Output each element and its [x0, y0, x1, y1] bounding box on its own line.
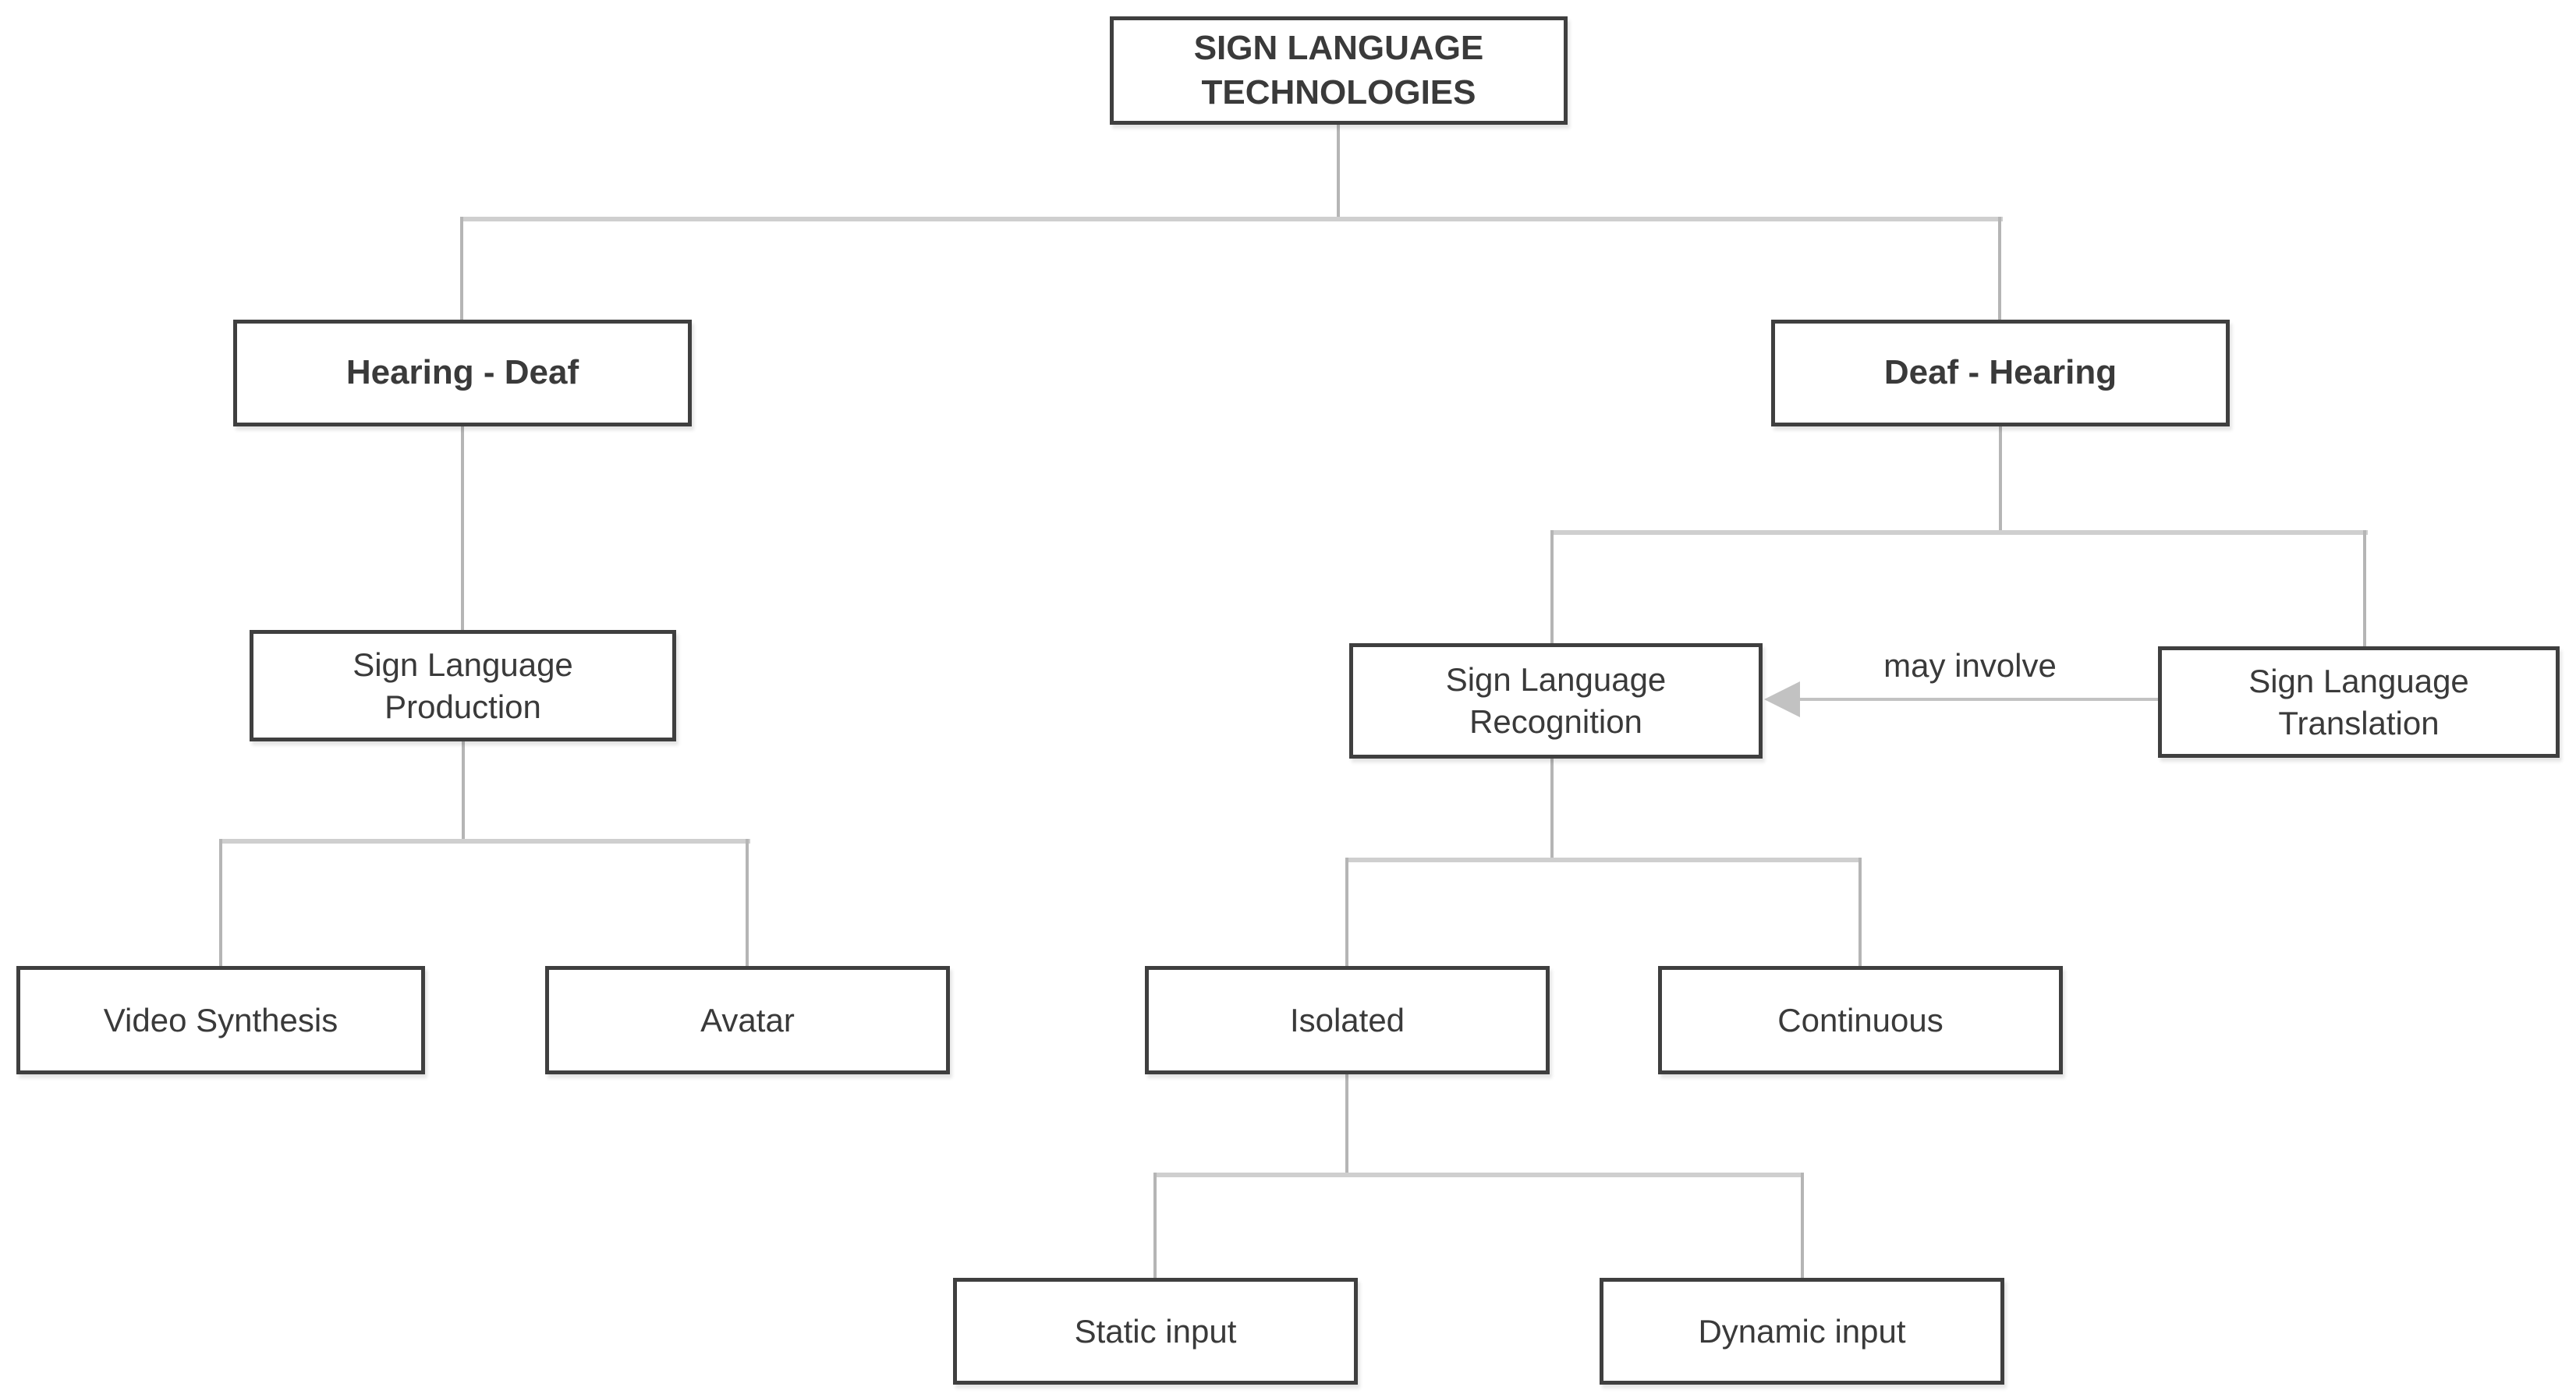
connector-recognition-split: [1345, 858, 1862, 862]
connector-deaf-hearing-split: [1550, 530, 2368, 535]
connector-continuous-drop: [1858, 858, 1862, 969]
connector-video-synthesis-drop: [219, 839, 222, 969]
connector-isolated-stem: [1345, 1071, 1348, 1177]
connector-recognition-stem: [1550, 755, 1554, 862]
connector-production-split: [219, 839, 750, 844]
connector-title-stem: [1337, 123, 1340, 220]
node-deaf-hearing: Deaf - Hearing: [1771, 320, 2230, 426]
connector-recognition-drop: [1550, 530, 1554, 646]
connector-isolated-split: [1153, 1173, 1804, 1177]
may-involve-arrow-line: [1794, 698, 2158, 701]
node-continuous: Continuous: [1658, 966, 2063, 1074]
node-sign-language-production: Sign Language Production: [250, 630, 676, 741]
connector-deaf-hearing-drop: [1998, 217, 2001, 324]
node-video-synthesis: Video Synthesis: [16, 966, 425, 1074]
node-avatar: Avatar: [545, 966, 950, 1074]
connector-translation-drop: [2363, 530, 2366, 649]
may-involve-arrowhead-icon: [1764, 681, 1800, 717]
connector-production-stem: [462, 738, 465, 844]
connector-deaf-hearing-stem: [1999, 423, 2002, 535]
node-static-input: Static input: [953, 1278, 1358, 1385]
node-isolated: Isolated: [1145, 966, 1550, 1074]
connector-static-input-drop: [1153, 1173, 1157, 1281]
may-involve-edge-label: may involve: [1883, 647, 2057, 684]
node-sign-language-technologies: SIGN LANGUAGE TECHNOLOGIES: [1110, 16, 1568, 125]
node-dynamic-input: Dynamic input: [1600, 1278, 2004, 1385]
connector-level1-split: [460, 217, 2003, 221]
connector-hearing-deaf-to-production: [461, 423, 464, 633]
connector-isolated-drop: [1345, 858, 1348, 969]
connector-avatar-drop: [746, 839, 749, 969]
node-hearing-deaf: Hearing - Deaf: [233, 320, 692, 426]
connector-hearing-deaf-drop: [460, 217, 463, 324]
node-sign-language-translation: Sign Language Translation: [2158, 646, 2560, 758]
node-sign-language-recognition: Sign Language Recognition: [1349, 643, 1763, 759]
connector-dynamic-input-drop: [1801, 1173, 1804, 1281]
